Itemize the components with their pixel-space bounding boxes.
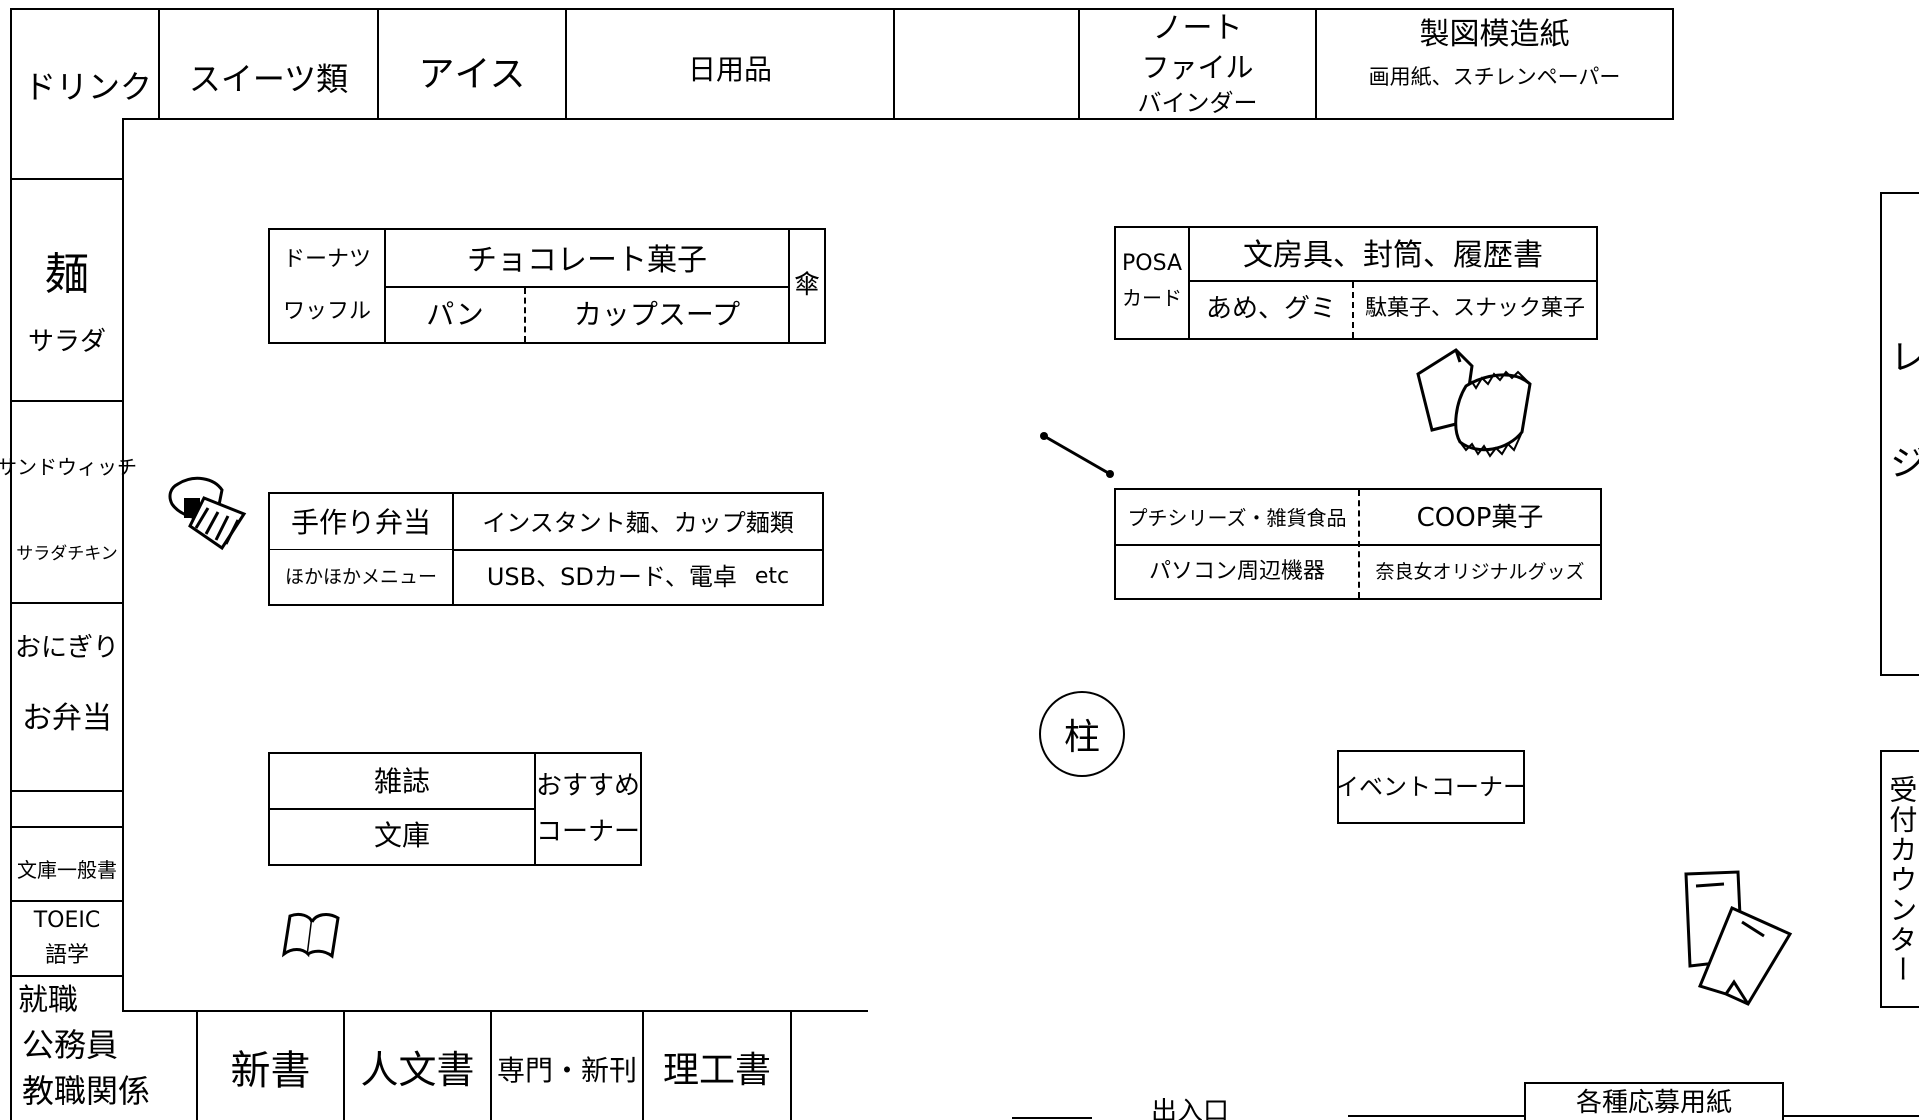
bento-section: お弁当 [22, 700, 112, 736]
daily-goods-section: 日用品 [687, 52, 772, 86]
sandwich-section: サンドウィッチ [0, 455, 137, 479]
sweets-section: スイーツ類 [188, 60, 349, 99]
ice-section: アイス [418, 54, 526, 96]
salad-chicken-section: サラダチキン [16, 543, 118, 564]
handmade-bento-label: 手作り弁当 [290, 505, 431, 539]
cup-soup-label: カップスープ [573, 297, 741, 331]
teaching-jobs-section: 教職関係 [22, 1072, 151, 1111]
nara-goods-label: 奈良女オリジナルグッズ [1375, 560, 1585, 583]
snacks-label: 駄菓子、スナック菓子 [1364, 295, 1585, 321]
humanities-section: 人文書 [360, 1048, 475, 1093]
recommended-label: おすすめ [536, 770, 641, 801]
noodles-section: 麺 [45, 248, 89, 300]
corner-label: コーナー [536, 816, 641, 847]
petit-series-label: プチシリーズ・雑貨食品 [1127, 506, 1347, 530]
door-line [1040, 432, 1114, 478]
language-section: 語学 [44, 942, 89, 968]
register-counter: レジ [1880, 192, 1919, 676]
reception-counter-text: 受付カウンター [1885, 775, 1919, 985]
science-engineering-section: 理工書 [662, 1050, 771, 1092]
shinsho-section: 新書 [230, 1048, 311, 1094]
umbrella-label: 傘 [793, 269, 820, 300]
stationery-label: 文房具、封筒、履歴書 [1243, 237, 1543, 273]
register-text: レジ [1883, 338, 1919, 550]
shelf-magazines: 雑誌 文庫 おすすめ コーナー [268, 752, 642, 866]
book-icon [281, 912, 340, 959]
reception-counter: 受付カウンター [1880, 750, 1919, 1008]
event-corner: イベントコーナー [1335, 750, 1527, 824]
salad-section: サラダ [27, 326, 106, 357]
notebook-label: ノート [1152, 10, 1243, 46]
specialty-new-section: 専門・新刊 [496, 1053, 637, 1087]
drawing-paper-label: 画用紙、スチレンペーパー [1368, 65, 1621, 90]
pc-devices-label: パソコン周辺機器 [1148, 558, 1325, 584]
shelf-sweets-bread: ドーナツ ワッフル チョコレート菓子 パン カップスープ 傘 [268, 228, 826, 344]
card-label: カード [1122, 286, 1182, 310]
drink-section: ドリンク [23, 68, 152, 107]
coop-snacks-label: COOP菓子 [1416, 502, 1544, 533]
file-label: ファイル [1141, 50, 1254, 84]
paper-sheets-icon [1684, 870, 1793, 1006]
event-corner-label: イベントコーナー [1335, 772, 1527, 801]
job-hunting-section: 就職 [18, 982, 78, 1018]
shelf-stationery-snacks: POSA カード 文房具、封筒、履歴書 あめ、グミ 駄菓子、スナック菓子 [1114, 226, 1598, 340]
etc-label: etc [754, 563, 790, 589]
waffle-label: ワッフル [282, 298, 371, 324]
drafting-paper-label: 製図模造紙 [1419, 16, 1570, 52]
pillar: 柱 [1039, 691, 1125, 777]
snack-bag-icon [1416, 348, 1532, 458]
binder-label: バインダー [1137, 88, 1258, 117]
application-forms-shelf: 各種応募用紙 [1524, 1082, 1784, 1120]
shelf-bento-instant: 手作り弁当 ほかほかメニュー インスタント麺、カップ麺類 USB、SDカード、電… [268, 492, 824, 606]
toeic-section: TOEIC [33, 907, 101, 933]
pillar-label: 柱 [1063, 717, 1100, 758]
usb-sd-row: USB、SDカード、電卓 etc [454, 554, 822, 600]
paperbacks-label: 文庫 [373, 818, 430, 852]
hokahoka-menu-label: ほかほかメニュー [284, 565, 437, 588]
shelf-petit-coop: プチシリーズ・雑貨食品 COOP菓子 パソコン周辺機器 奈良女オリジナルグッズ [1114, 488, 1602, 600]
civil-servant-section: 公務員 [22, 1026, 119, 1065]
candy-label: あめ、グミ [1205, 293, 1336, 324]
reception-counter-label: 受付カウンター [1884, 756, 1918, 1004]
register-label: レジ [1883, 324, 1919, 564]
posa-label: POSA [1121, 250, 1182, 276]
onigiri-icon [168, 476, 247, 551]
usb-sd-label: USB、SDカード、電卓 [486, 562, 737, 591]
donut-label: ドーナツ [282, 246, 371, 272]
chocolate-snacks-label: チョコレート菓子 [467, 242, 707, 278]
onigiri-section: おにぎり [14, 632, 119, 663]
entrance-label: 出入口 [1150, 1098, 1229, 1120]
instant-noodles-label: インスタント麺、カップ麺類 [482, 508, 794, 537]
application-forms-label: 各種応募用紙 [1575, 1087, 1732, 1118]
paperback-general-section: 文庫一般書 [17, 858, 117, 882]
magazines-label: 雑誌 [373, 764, 430, 798]
bread-label: パン [426, 297, 484, 331]
